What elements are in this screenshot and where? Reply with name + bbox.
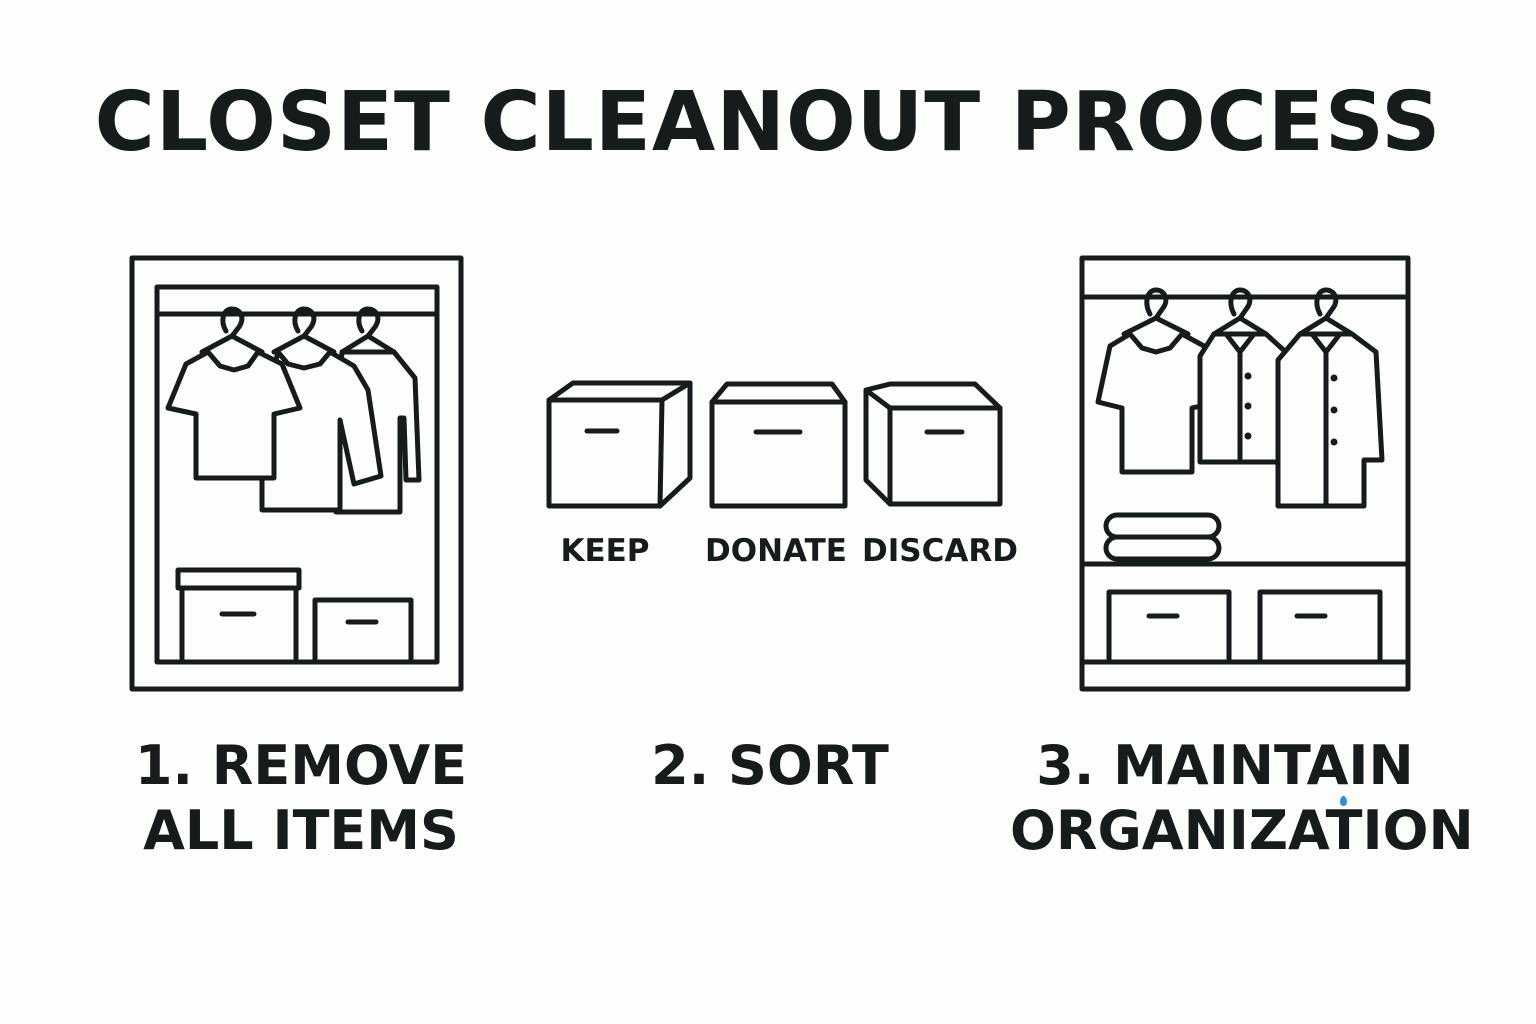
hanger-icon: [339, 306, 397, 355]
hanger-icon: [271, 306, 337, 355]
keep-box-icon: [546, 380, 693, 509]
tshirt-icon: [165, 349, 303, 481]
hanger-icon: [199, 306, 265, 355]
donate-box-icon: [709, 381, 848, 509]
folded-clothes-icon: [1103, 512, 1222, 562]
closet-outer-frame: [1079, 255, 1411, 692]
storage-box-icon: [1257, 589, 1383, 665]
storage-box-icon: [1106, 589, 1232, 665]
step-1-label: 1. REMOVE ALL ITEMS: [134, 734, 468, 862]
step-3-label: 3. MAINTAIN ORGANIZATION: [1010, 734, 1474, 862]
storage-box-icon: [175, 567, 302, 665]
keep-label: KEEP: [560, 533, 650, 569]
donate-label: DONATE: [705, 533, 847, 569]
accent-droplet-icon: [1340, 796, 1347, 806]
long-coat-icon: [1275, 331, 1385, 509]
closet-outer-frame: [129, 255, 464, 692]
step-2-label: 2. SORT: [651, 734, 889, 797]
hanger-icon: [1121, 287, 1191, 337]
diagram-title: CLOSET CLEANOUT PROCESS: [94, 75, 1442, 170]
organized-closet-icon: [1079, 255, 1411, 692]
closet-with-clothes-icon: [129, 255, 464, 692]
hanger-icon: [1211, 287, 1269, 337]
discard-label: DISCARD: [862, 533, 1018, 569]
hanger-icon: [1297, 287, 1355, 337]
discard-box-icon: [863, 381, 1003, 507]
storage-box-icon: [312, 597, 414, 665]
